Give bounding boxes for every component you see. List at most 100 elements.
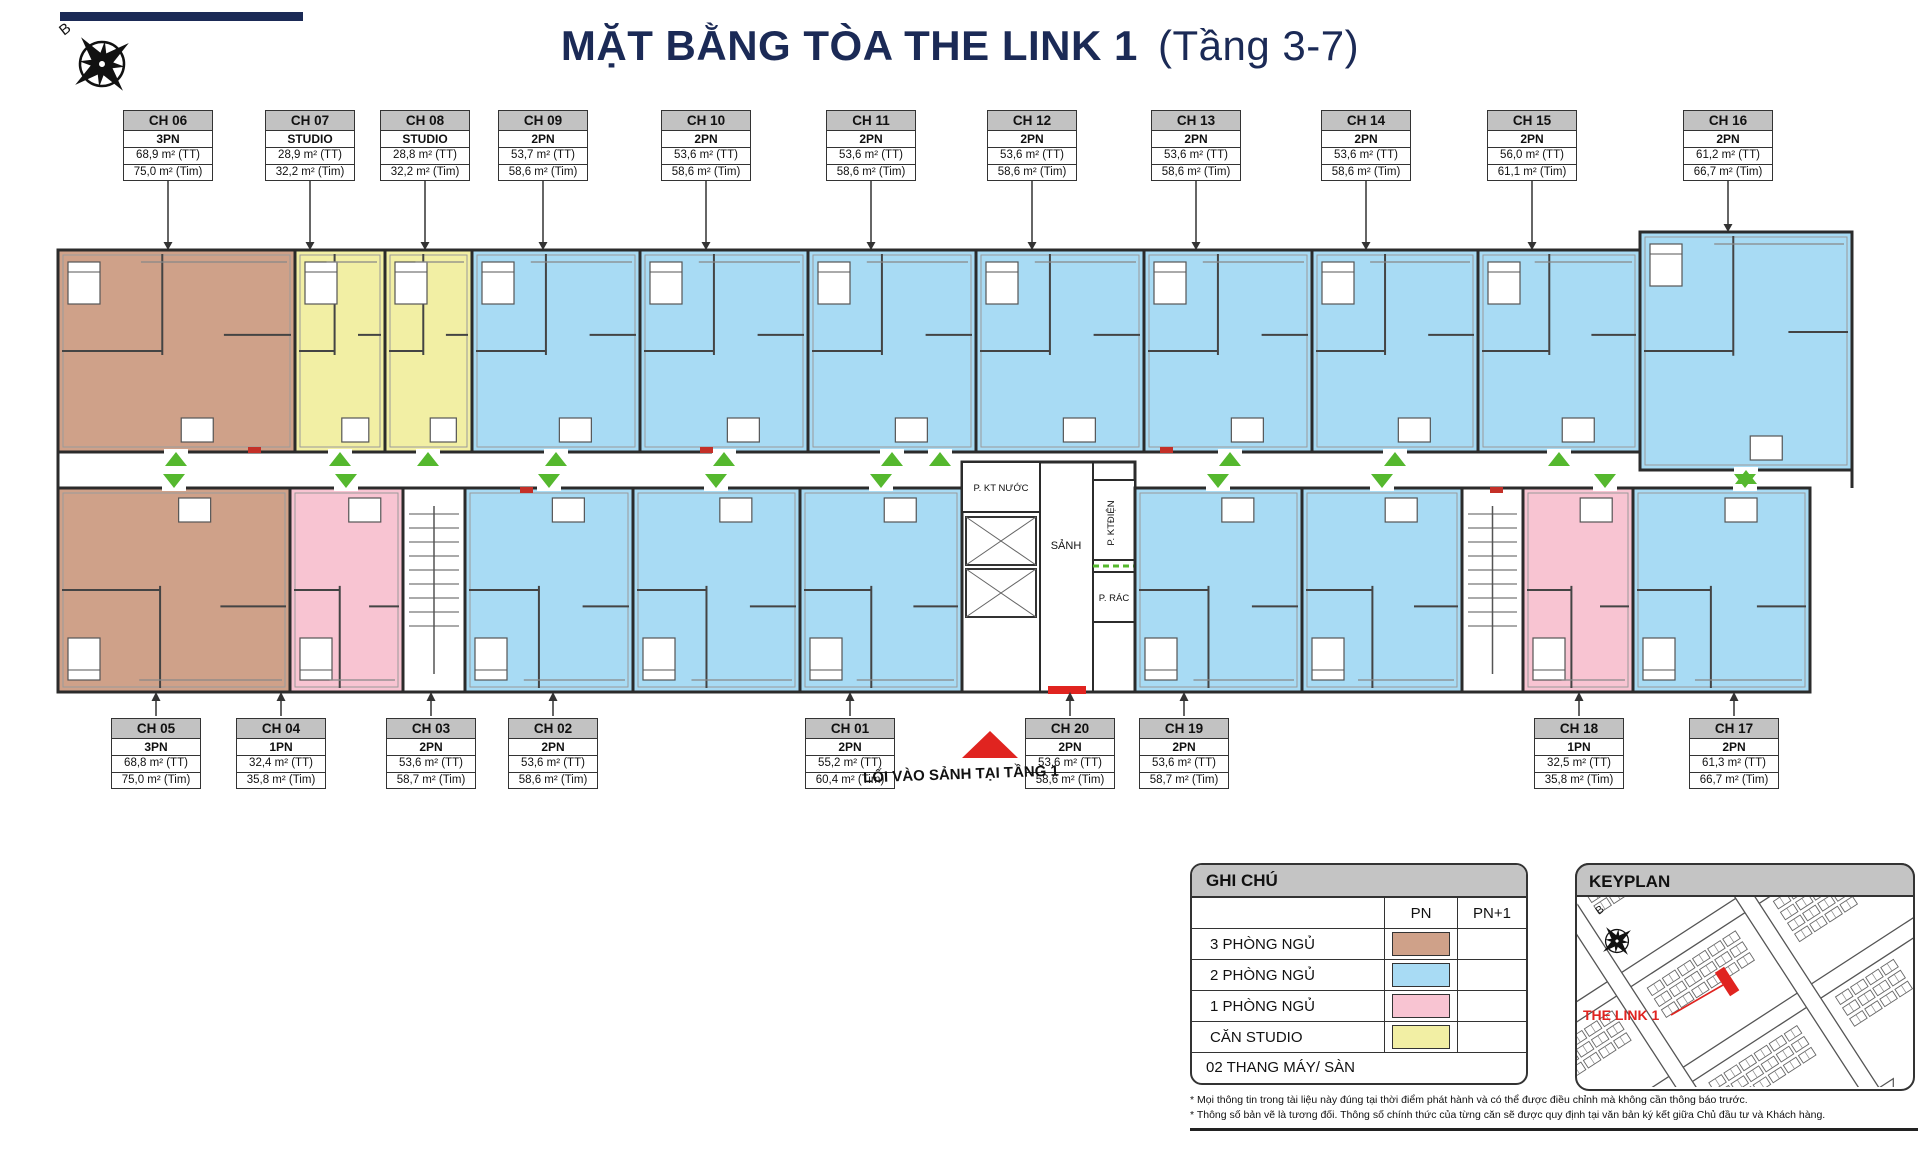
keyplan-building-line bbox=[1801, 898, 1808, 907]
keyplan: KEYPLAN B THE LINK 1 bbox=[1575, 863, 1915, 1091]
keyplan-building-line bbox=[1775, 1039, 1781, 1048]
unit-area-tim: 58,7 m² (Tim) bbox=[1149, 773, 1219, 786]
unit-id: CH 14 bbox=[1322, 111, 1410, 131]
legend-footer: 02 THANG MÁY/ SÀN bbox=[1206, 1059, 1355, 1076]
keyplan-building-line bbox=[1742, 956, 1749, 965]
entrance-triangle-icon bbox=[1734, 474, 1756, 488]
unit-area-tim: 58,6 m² (Tim) bbox=[518, 773, 588, 786]
footnotes: * Mọi thông tin trong tài liệu này đúng … bbox=[1190, 1093, 1918, 1131]
plan-bathroom bbox=[1221, 497, 1255, 523]
leader-arrow-icon bbox=[420, 242, 430, 250]
legend-row-studio: CĂN STUDIO bbox=[1192, 1022, 1526, 1053]
red-door-mark bbox=[1160, 447, 1173, 453]
unit-type: 2PN bbox=[662, 131, 750, 148]
plan-bathroom bbox=[1062, 417, 1096, 443]
keyplan-building-line bbox=[1870, 1004, 1877, 1013]
legend-swatch-1pn-icon bbox=[1392, 994, 1450, 1018]
plan-line bbox=[965, 568, 1037, 618]
unit-id: CH 18 bbox=[1535, 719, 1623, 739]
unit-area-tim: 35,8 m² (Tim) bbox=[246, 773, 316, 786]
plan-bathroom bbox=[341, 417, 370, 443]
unit-area-tt: 68,8 m² (TT) bbox=[112, 756, 200, 773]
entrance-triangle-icon bbox=[881, 452, 903, 466]
plan-bed bbox=[1487, 261, 1521, 305]
unit-area-tt: 61,2 m² (TT) bbox=[1684, 148, 1772, 165]
plan-label-kt-dien: P. KTĐIỆN bbox=[1106, 500, 1117, 545]
keyplan-building-line bbox=[1752, 1069, 1758, 1078]
unit-area-tim: 58,7 m² (Tim) bbox=[396, 773, 466, 786]
red-door-mark bbox=[520, 487, 533, 493]
plan-bed bbox=[67, 637, 101, 681]
keyplan-building-line bbox=[1823, 899, 1830, 908]
unit-type: 2PN bbox=[387, 739, 475, 756]
keyplan-building-line bbox=[1577, 1065, 1580, 1074]
plan-room-rac bbox=[1092, 571, 1136, 623]
keyplan-building-line bbox=[1599, 901, 1606, 910]
footnote-rule bbox=[1190, 1128, 1918, 1131]
keyplan-building-line bbox=[1774, 1070, 1780, 1079]
keyplan-building-line bbox=[1786, 907, 1792, 916]
leader-arrow-icon bbox=[426, 692, 436, 701]
legend-swatch-3pn-icon bbox=[1392, 932, 1450, 956]
legend-cell-pn1-1pn bbox=[1457, 991, 1526, 1021]
unit-type: 2PN bbox=[1140, 739, 1228, 756]
unit-id: CH 06 bbox=[124, 111, 212, 131]
plan-bed bbox=[809, 637, 843, 681]
unit-area-tim: 75,0 m² (Tim) bbox=[133, 165, 203, 178]
keyplan-building-line bbox=[1660, 994, 1666, 1003]
keyplan-building-line bbox=[1804, 1051, 1810, 1060]
keyplan-road bbox=[1577, 897, 1913, 1087]
keyplan-header bbox=[1575, 863, 1915, 897]
red-door-mark bbox=[1490, 487, 1503, 493]
unit-area-tim: 60,4 m² (Tim) bbox=[815, 773, 885, 786]
unit-type: 2PN bbox=[1152, 131, 1240, 148]
unit-area-tt: 53,6 m² (TT) bbox=[387, 756, 475, 773]
keyplan-map bbox=[1577, 897, 1913, 1087]
keyplan-building-line bbox=[1885, 994, 1892, 1003]
keyplan-building-line bbox=[1886, 963, 1893, 972]
unit-area-tim: 58,6 m² (Tim) bbox=[1035, 773, 1105, 786]
unit-area-tt: 53,6 m² (TT) bbox=[1026, 756, 1114, 773]
plan-bathroom bbox=[1561, 417, 1595, 443]
plan-room-kt-nuoc bbox=[961, 461, 1041, 513]
keyplan-building-line bbox=[1577, 1034, 1581, 1043]
entrance-triangle-icon bbox=[417, 452, 439, 466]
unit-type: STUDIO bbox=[266, 131, 354, 148]
keyplan-building-line bbox=[1878, 983, 1885, 992]
keyplan-building-line bbox=[1690, 975, 1697, 983]
unit-type: 2PN bbox=[1684, 131, 1772, 148]
keyplan-building-line bbox=[1729, 1068, 1736, 1077]
unit-type: STUDIO bbox=[381, 131, 469, 148]
keyplan-building-line bbox=[1767, 1060, 1773, 1068]
leader-arrow-icon bbox=[845, 692, 855, 701]
legend: GHI CHÚ PN PN+1 3 PHÒNG NGỦ 2 PHÒNG NGỦ … bbox=[1190, 863, 1528, 1085]
plan-bathroom bbox=[558, 417, 592, 443]
unit-area-tim: 58,6 m² (Tim) bbox=[671, 165, 741, 178]
entry-arrow-icon bbox=[962, 731, 1018, 758]
entrance-triangle-icon bbox=[713, 452, 735, 466]
unit-type: 2PN bbox=[1322, 131, 1410, 148]
keyplan-building-line bbox=[1830, 910, 1837, 919]
plan-label-kt-nuoc: P. KT NƯỚC bbox=[974, 483, 1029, 494]
unit-area-tim: 75,0 m² (Tim) bbox=[121, 773, 191, 786]
unit-id: CH 13 bbox=[1152, 111, 1240, 131]
unit-area-tim: 58,6 m² (Tim) bbox=[508, 165, 578, 178]
unit-type: 2PN bbox=[806, 739, 894, 756]
plan-bathroom bbox=[883, 497, 917, 523]
unit-area-tim: 58,6 m² (Tim) bbox=[1161, 165, 1231, 178]
keyplan-building-line bbox=[1855, 1014, 1862, 1023]
footnote-2: * Thông số bản vẽ là tương đối. Thông số… bbox=[1190, 1109, 1826, 1121]
unit-id: CH 02 bbox=[509, 719, 597, 739]
keyplan-building-line bbox=[1808, 909, 1815, 917]
keyplan-building-line bbox=[1797, 1040, 1803, 1049]
entrance-triangle-icon bbox=[1371, 474, 1393, 488]
legend-header-row: PN PN+1 bbox=[1192, 898, 1526, 929]
